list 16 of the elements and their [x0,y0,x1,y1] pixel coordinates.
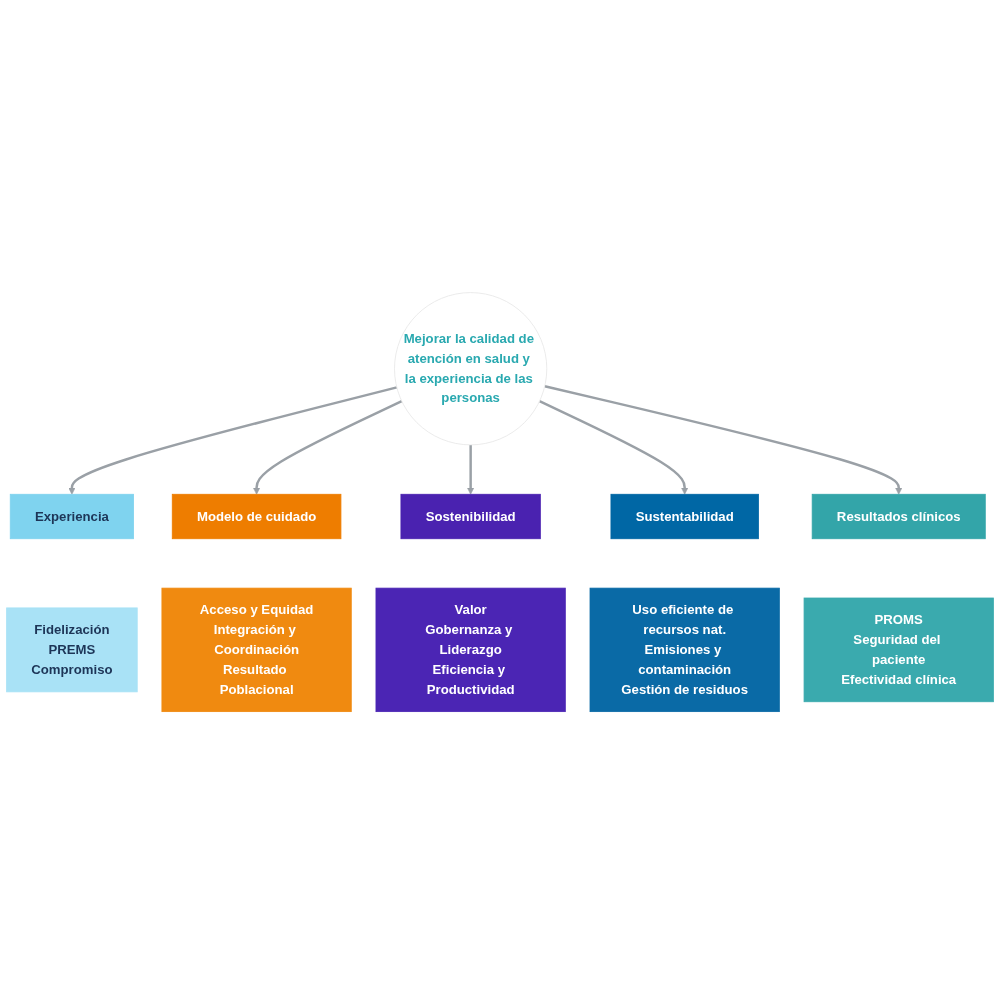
node-box: Resultados clínicos [811,493,986,540]
arrow [539,399,689,495]
node-circle: Mejorar la calidad de atención en salud y la experiencia de las personas [394,292,548,446]
node-box: Acceso y Equidad Integración y Coordinación Resultado Poblacional [161,587,352,712]
node-box: Sostenibilidad [400,493,541,540]
arrow [68,386,398,495]
node-box: Sustentabilidad [610,493,759,540]
arrow [252,399,403,495]
arrow [544,384,903,495]
node-box: PROMS Seguridad del paciente Efectividad clínica [803,597,994,703]
node-box: Fidelización PREMS Compromiso [6,607,138,693]
node-box: Modelo de cuidado [171,493,342,540]
node-box: Valor Gobernanza y Liderazgo Eficiencia y Productividad [375,587,566,712]
node-box: Experiencia [9,493,134,540]
arrow [467,444,475,495]
node-box: Uso eficiente de recursos nat. Emisiones y contaminación Gestión de residuos [589,587,780,712]
